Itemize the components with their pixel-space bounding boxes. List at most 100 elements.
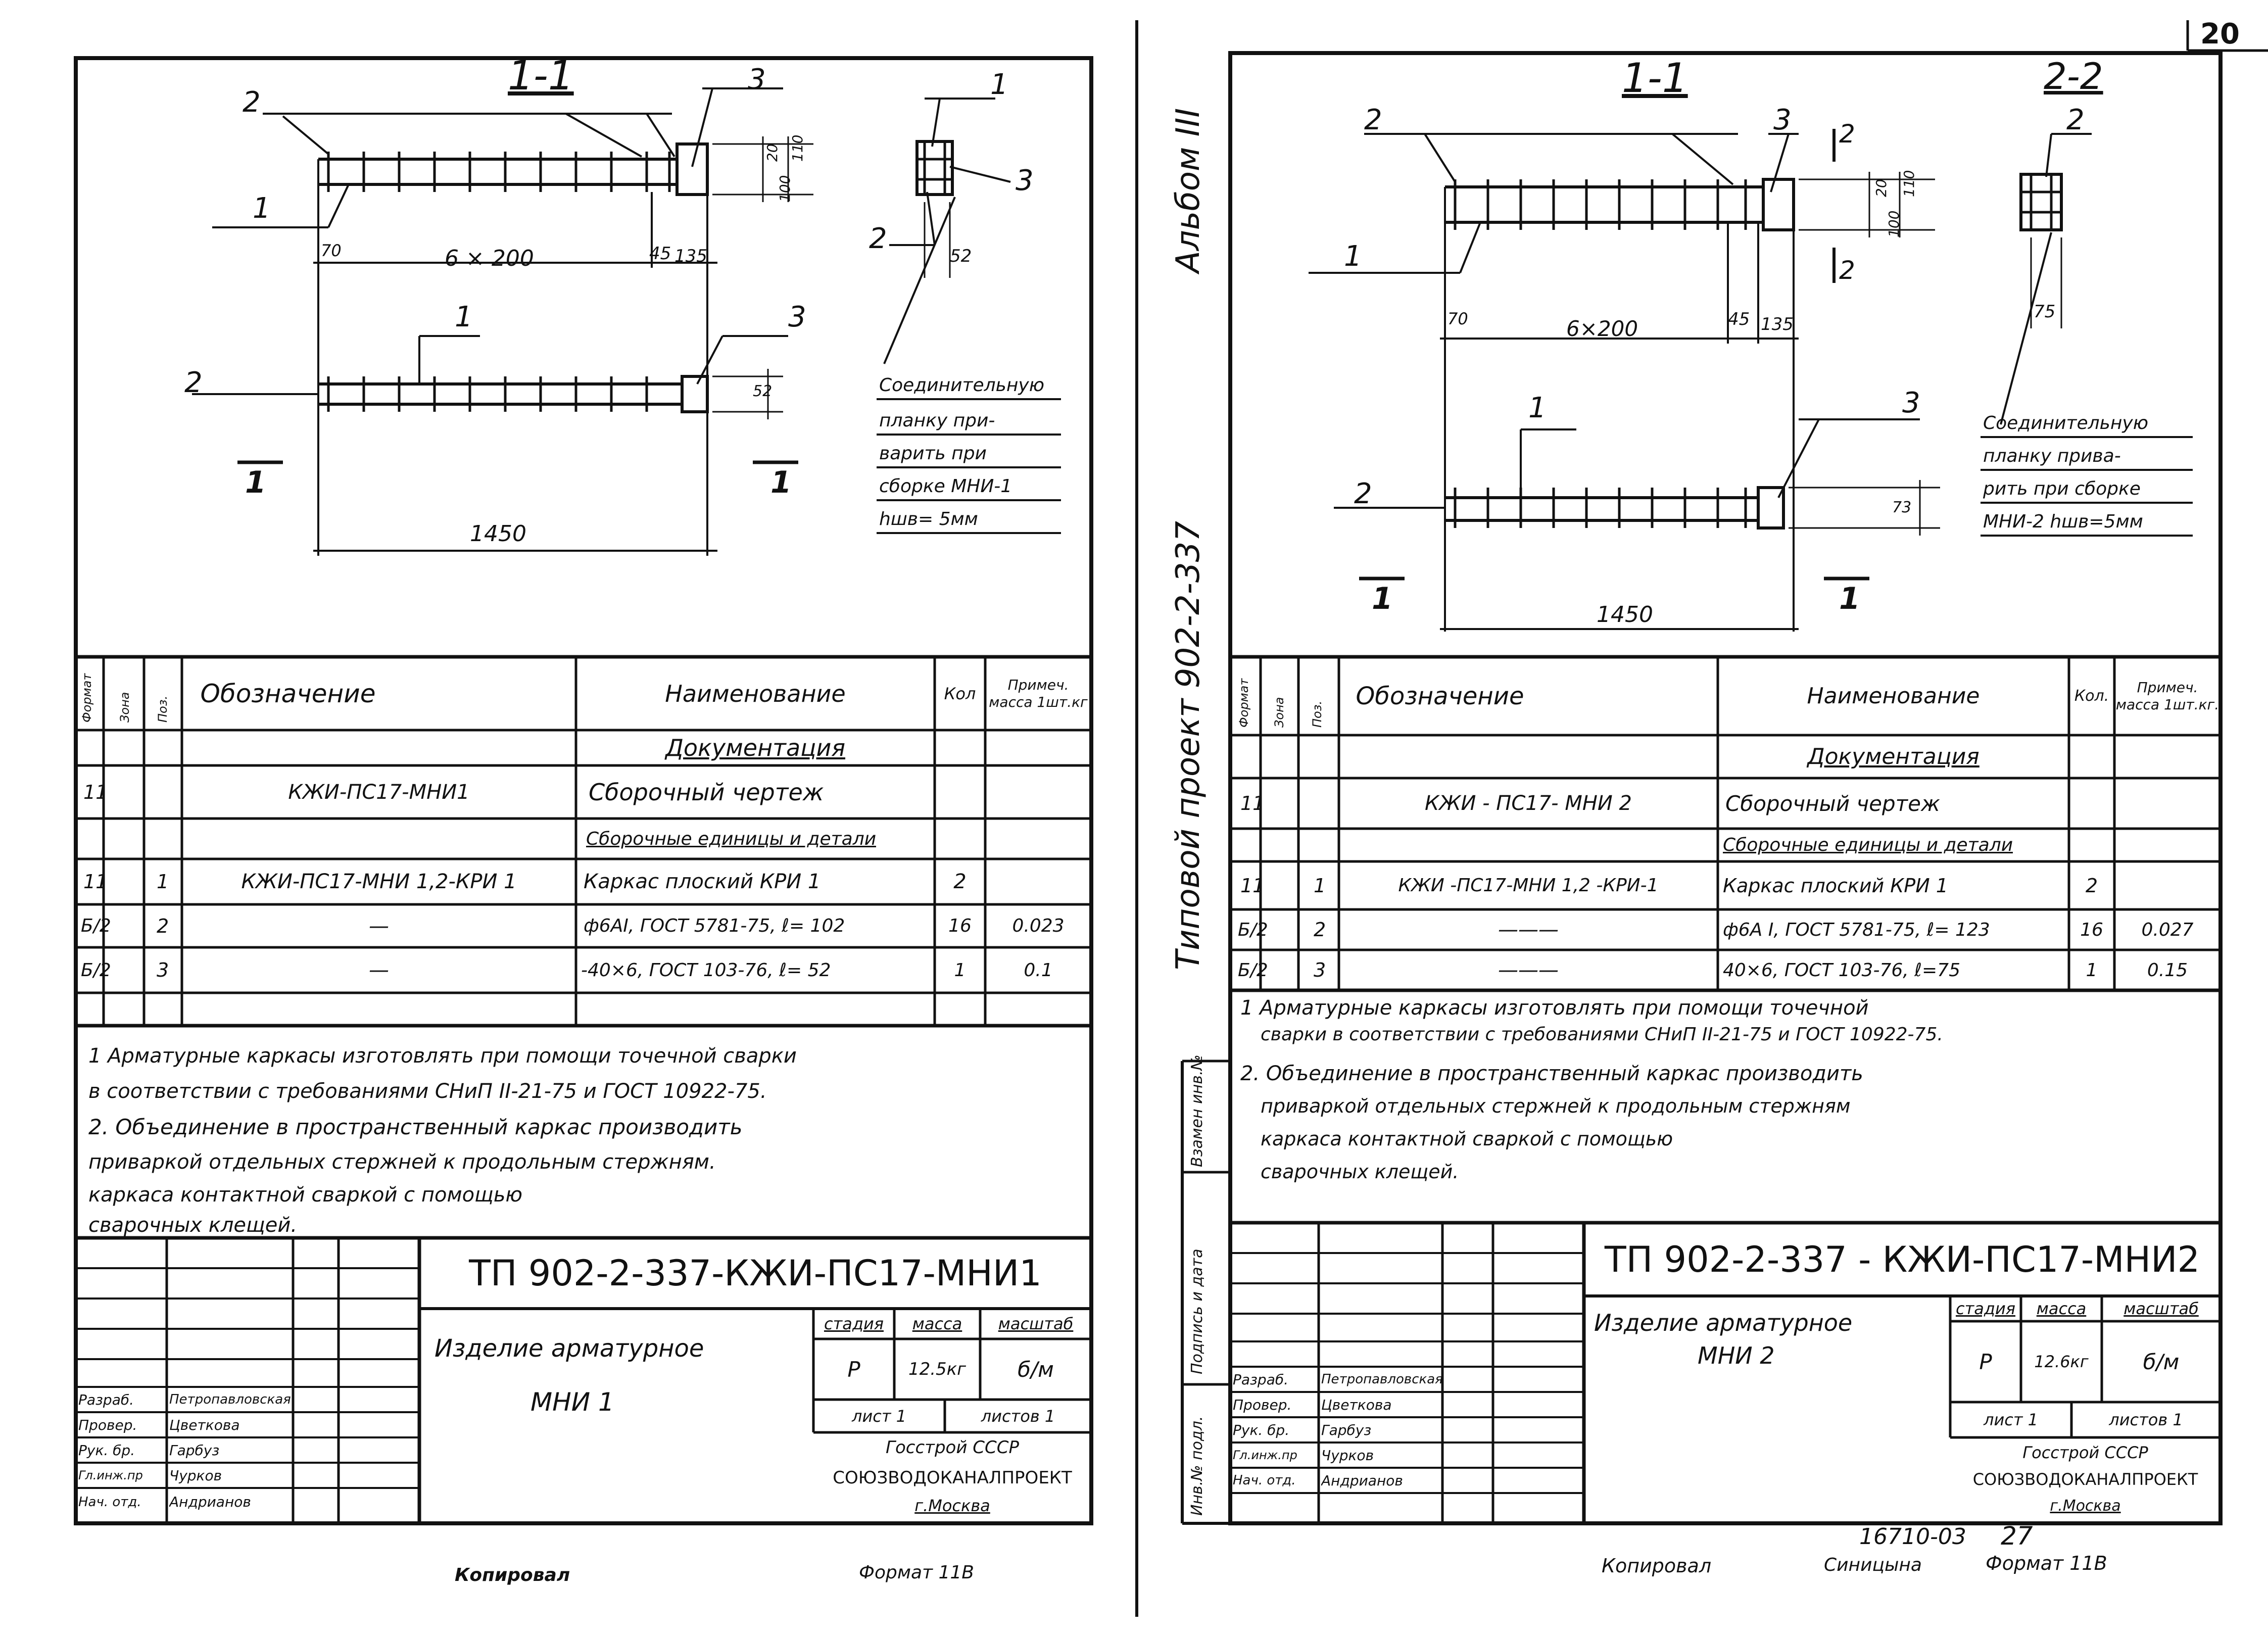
right-label-pos2: 2 [1364, 104, 1382, 136]
right-note-line-2: сварки в соответствии с требованиями СНи… [1261, 1024, 1943, 1045]
right-row2-designation: КЖИ -ПС17-МНИ 1,2 -КРИ-1 [1398, 875, 1659, 896]
left-label-pos3: 3 [748, 63, 766, 96]
right-dim-75: 75 [2034, 302, 2056, 322]
left-dim-52-elev: 52 [753, 382, 773, 400]
right-th-note: Примеч. масса 1шт.кг. [2115, 679, 2219, 713]
right-th-format: Формат [1237, 678, 1251, 728]
right-row2-format: 11 [1240, 874, 1265, 897]
left-scale-header: масштаб [998, 1314, 1074, 1333]
left-label-elev-pos2: 2 [184, 366, 203, 399]
left-staff-role-2: Провер. [78, 1416, 137, 1433]
right-th-pos: Поз. [1310, 700, 1324, 728]
left-row1-name: Сборочный чертеж [589, 778, 824, 806]
left-copied-label: Копировал [455, 1565, 570, 1585]
left-note-line-1: 1 Арматурные каркасы изготовлять при пом… [88, 1044, 797, 1068]
left-weld-note-1: Соединительную [879, 375, 1045, 396]
right-dim-span: 6×200 [1566, 316, 1638, 341]
right-section-doc: Документация [1807, 744, 1980, 770]
left-dim-total: 1450 [470, 521, 526, 547]
right-item-name: МНИ 2 [1698, 1342, 1775, 1369]
left-row4-pos: 3 [157, 959, 169, 981]
right-section-title-2: 2-2 [2044, 55, 2103, 98]
right-row3-note: 0.027 [2141, 919, 2194, 940]
project-label: Типовой проект 902-2-337 [1170, 521, 1207, 970]
right-staff-role-2: Провер. [1233, 1396, 1292, 1413]
left-note-line-2: в соответствии с требованиями СНиП II-21… [88, 1080, 767, 1103]
right-org-1: Госстрой СССР [2022, 1443, 2148, 1462]
right-weld-note-4: МНИ-2 hшв=5мм [1983, 511, 2143, 532]
left-label-sec-pos3: 3 [1016, 164, 1034, 197]
left-section-doc: Документация [665, 734, 846, 761]
left-row2-designation: КЖИ-ПС17-МНИ 1,2-КРИ 1 [241, 870, 517, 893]
right-dim-total: 1450 [1597, 602, 1653, 628]
right-row3-name: ф6А I, ГОСТ 5781-75, ℓ= 123 [1723, 919, 1990, 940]
left-row3-pos: 2 [157, 915, 169, 937]
right-item-title: Изделие арматурное [1594, 1309, 1853, 1336]
left-row4-designation: — [369, 958, 389, 982]
right-stage-value: Р [1979, 1349, 1992, 1374]
stamp-replaced: Взамен инв.№ [1188, 1054, 1206, 1167]
right-section-units: Сборочные единицы и детали [1723, 835, 2013, 855]
stamp-signature: Подпись и дата [1188, 1248, 1206, 1375]
left-th-designation: Обозначение [200, 679, 376, 708]
right-row3-format: Б/2 [1238, 919, 1268, 940]
left-section-units: Сборочные единицы и детали [586, 828, 877, 849]
right-org-3: г.Москва [2050, 1497, 2121, 1515]
left-row4-note: 0.1 [1024, 959, 1053, 981]
left-staff-name-1: Петропавловская [169, 1392, 291, 1407]
right-sheets-total: листов 1 [2109, 1410, 2183, 1429]
right-dim-v20: 20 [1873, 179, 1890, 197]
right-note-line-3: 2. Объединение в пространственный каркас… [1240, 1062, 1863, 1085]
right-note-line-6: сварочных клещей. [1261, 1161, 1459, 1183]
left-row3-name: ф6АI, ГОСТ 5781-75, ℓ= 102 [584, 916, 845, 936]
left-label-sec-pos1: 1 [990, 68, 1008, 101]
right-staff-role-4: Гл.инж.пр [1233, 1448, 1297, 1462]
right-row1-name: Сборочный чертеж [1725, 791, 1940, 816]
left-staff-role-3: Рук. бр. [78, 1441, 135, 1459]
right-note-line-1: 1 Арматурные каркасы изготовлять при пом… [1240, 996, 1869, 1020]
right-staff-name-4: Чурков [1321, 1447, 1374, 1464]
right-row1-format: 11 [1240, 792, 1265, 814]
right-row4-note: 0.15 [2147, 959, 2188, 981]
right-dim-70: 70 [1447, 309, 1468, 328]
right-page-number: 27 [2001, 1521, 2033, 1551]
right-dim-73: 73 [1892, 499, 1912, 516]
right-row2-pos: 1 [1314, 874, 1326, 897]
left-label-elev-pos1: 1 [455, 301, 473, 333]
left-note-line-5: каркаса контактной сваркой с помощью [88, 1183, 523, 1207]
left-row2-name: Каркас плоский КРИ 1 [584, 870, 821, 893]
left-row2-qty: 2 [953, 870, 967, 893]
right-note-line-4: приваркой отдельных стержней к продольны… [1261, 1095, 1851, 1117]
left-section-title: 1-1 [508, 52, 574, 99]
right-staff-name-3: Гарбуз [1321, 1421, 1372, 1438]
left-label-pos1: 1 [253, 192, 271, 225]
left-label-pos2: 2 [243, 86, 261, 119]
right-staff-name-2: Цветкова [1321, 1396, 1392, 1413]
left-label-elev-pos3: 3 [788, 301, 806, 333]
left-cut-mark-left: 1 [245, 465, 266, 500]
right-label-elev-pos3: 3 [1902, 387, 1920, 419]
right-section-title-1: 1-1 [1622, 55, 1688, 102]
left-dim-v110: 110 [789, 134, 806, 162]
right-copied-label: Копировал [1602, 1555, 1712, 1577]
left-mass-value: 12.5кг [908, 1359, 967, 1379]
left-th-pos: Поз. [156, 695, 170, 723]
right-cut-mark-right: 1 [1839, 581, 1860, 616]
left-stage-header: стадия [824, 1314, 884, 1333]
left-org-1: Госстрой СССР [886, 1437, 1019, 1458]
left-stage-value: Р [847, 1357, 860, 1382]
right-cut-mark-left: 1 [1372, 581, 1393, 616]
left-dim-135: 135 [674, 246, 707, 266]
right-weld-note-3: рить при сборке [1983, 478, 2141, 499]
right-dim-v100: 100 [1886, 210, 1902, 237]
right-label-pos1: 1 [1344, 240, 1362, 273]
left-dim-70: 70 [321, 241, 342, 260]
right-row3-designation: ——— [1498, 918, 1559, 941]
sheet-number: 20 [2200, 18, 2240, 51]
left-staff-name-4: Чурков [169, 1467, 222, 1484]
right-sheet-no: лист 1 [1983, 1410, 2038, 1429]
left-dim-45: 45 [649, 244, 671, 264]
left-weld-note-4: сборке МНИ-1 [879, 476, 1012, 497]
right-label-sec-pos2: 2 [2066, 104, 2085, 136]
left-row3-designation: — [369, 914, 389, 938]
